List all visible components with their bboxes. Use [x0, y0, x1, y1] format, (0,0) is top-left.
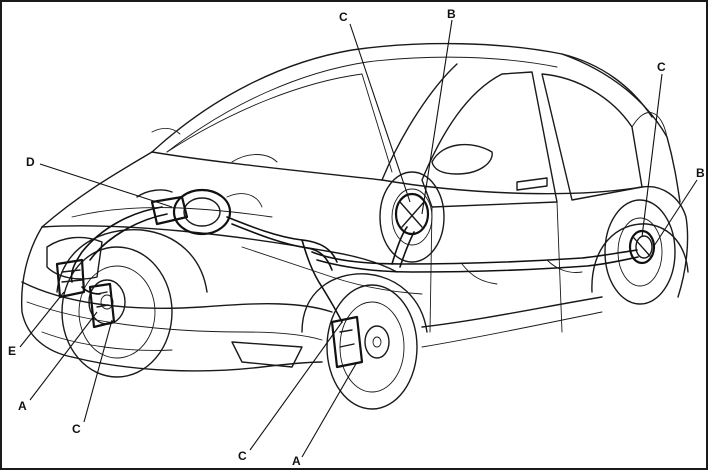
callout-c-front-right: C — [238, 449, 247, 463]
brake-lines — [70, 206, 639, 323]
wheel-front-left — [61, 246, 173, 378]
brake-assembly-rear-right — [628, 229, 656, 265]
wheel-rear-left — [379, 171, 445, 263]
callout-d-master-cylinder: D — [26, 155, 35, 169]
master-cylinder-booster — [136, 188, 263, 236]
leader-lines — [19, 19, 698, 458]
car-body-outline — [20, 42, 689, 372]
callout-e-modulator: E — [8, 344, 17, 358]
callout-b-rear-left: B — [447, 7, 456, 21]
brake-caliper-front-right — [330, 315, 364, 369]
callout-a-front-right: A — [292, 454, 301, 468]
wheel-rear-right — [604, 199, 676, 305]
brake-assembly-rear-left — [394, 192, 430, 236]
callout-a-front-left: A — [18, 399, 27, 413]
callout-b-rear-right: B — [696, 166, 705, 180]
callout-c-rear-left: C — [339, 10, 348, 24]
callout-c-rear-right: C — [657, 60, 666, 74]
callout-c-front-left: C — [72, 422, 81, 436]
